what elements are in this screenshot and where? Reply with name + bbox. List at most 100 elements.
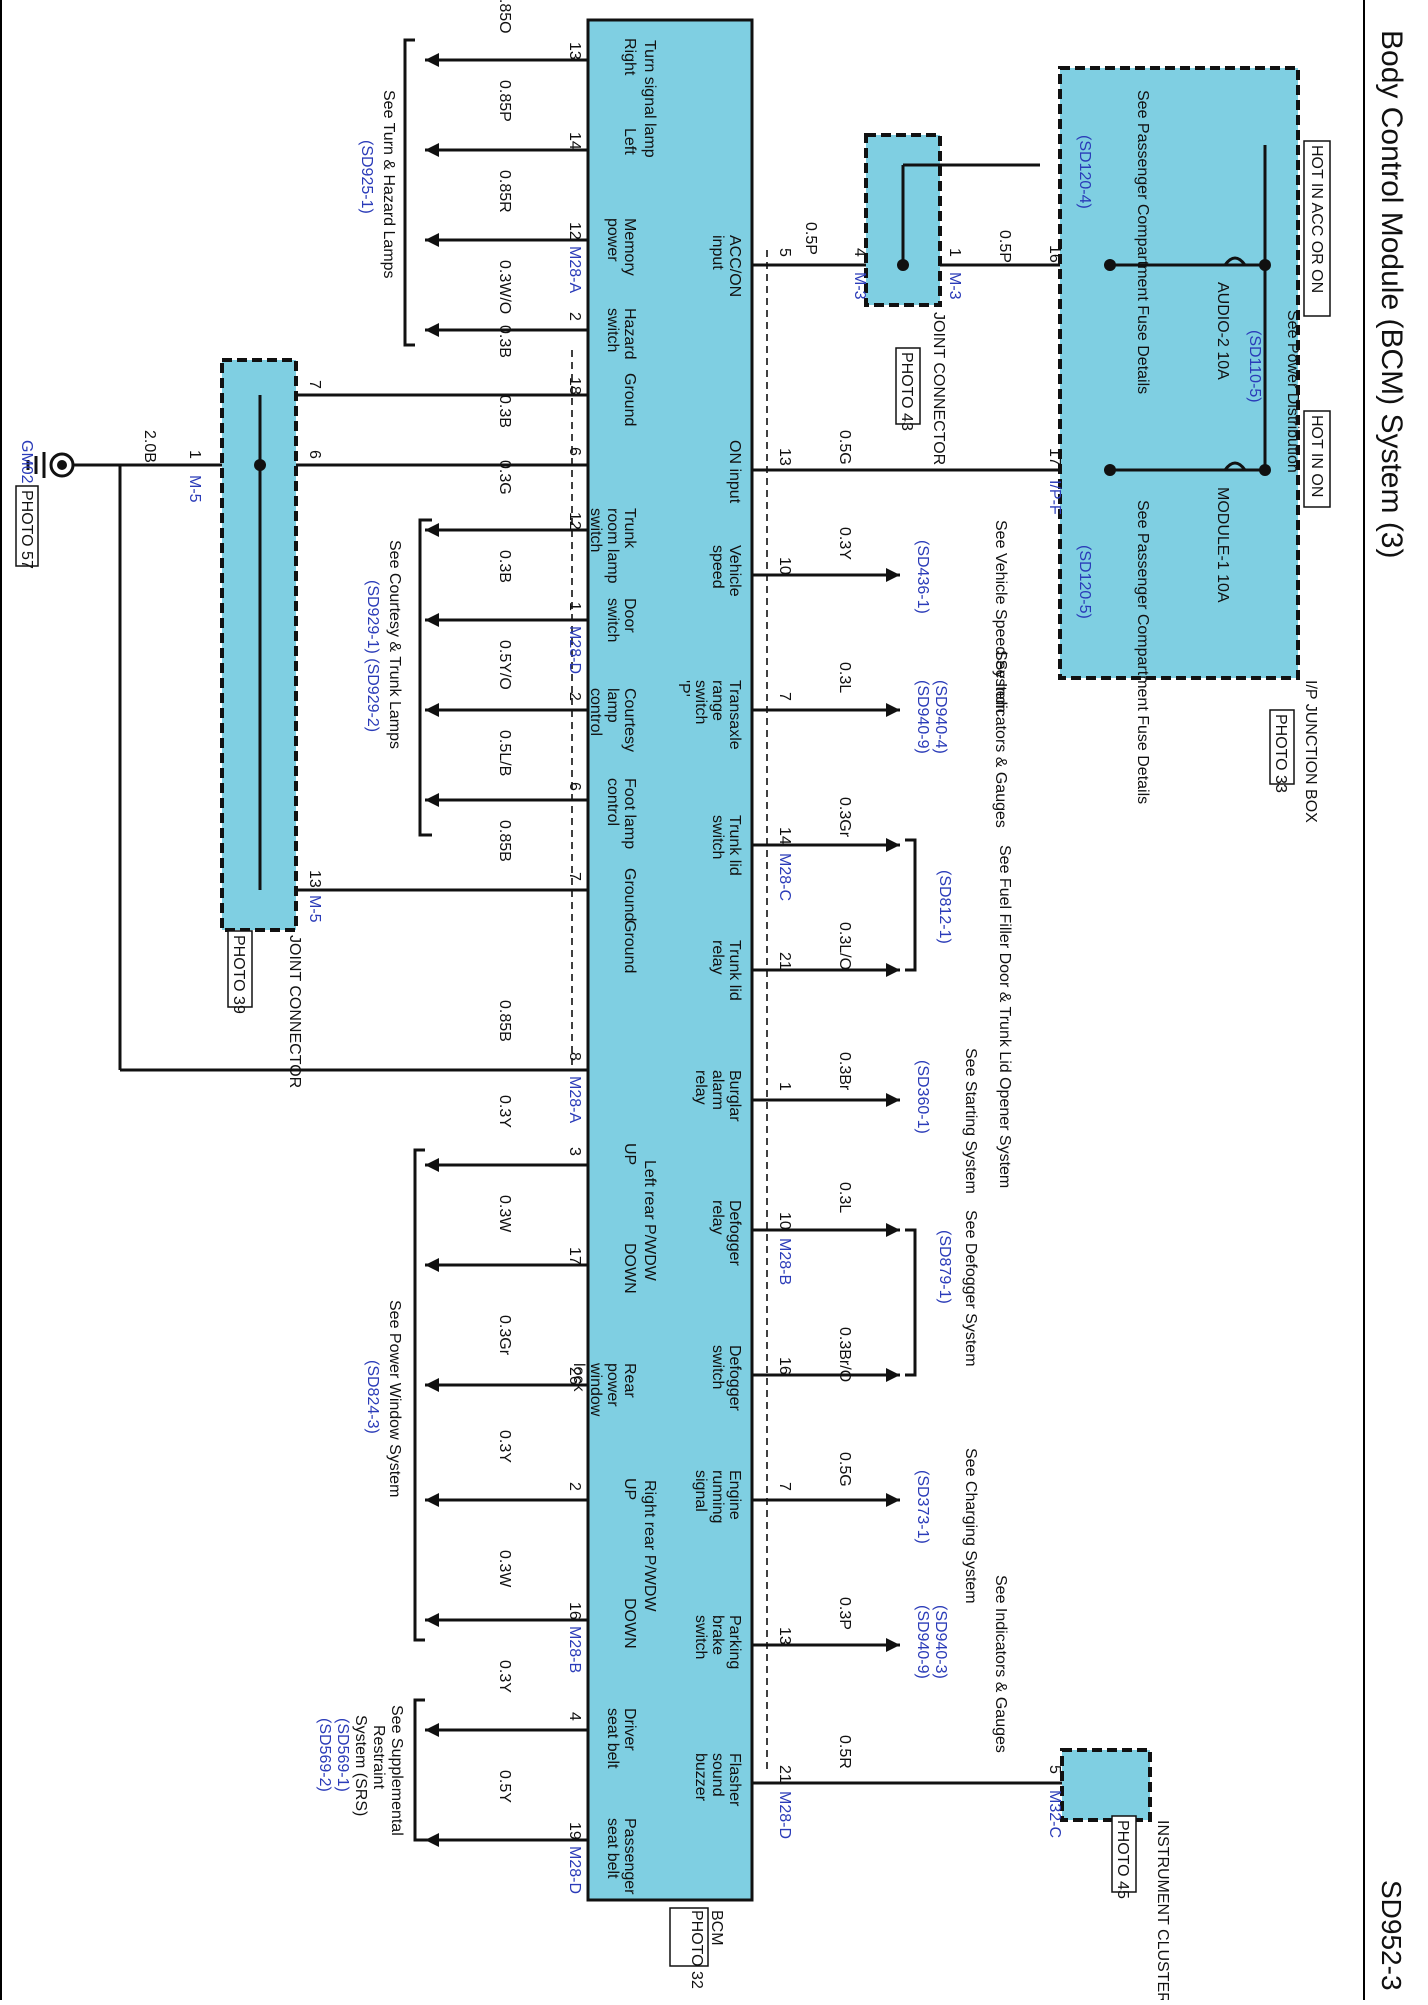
fuse-module-icon — [1223, 461, 1247, 471]
left-wire-label: 0.3B — [496, 550, 513, 583]
wire-label-on: 0.5G — [836, 430, 853, 465]
bcm-left-pin-label: control — [587, 688, 604, 736]
left-pin-number: 19 — [566, 1822, 583, 1840]
bcm-left-pin-label: switch — [604, 308, 621, 352]
bcm-left-pin-label: lock — [570, 1363, 587, 1392]
right-pin-number: 21 — [776, 1765, 793, 1783]
see-power-ref: (SD110-5) — [1246, 330, 1263, 403]
left-arrow-icon — [425, 793, 439, 807]
jc43-conn-a: M-3 — [946, 272, 963, 300]
left-pin-number: 8 — [566, 1052, 583, 1061]
ref-vehicle-speed-code: (SD436-1) — [914, 540, 931, 614]
left-wire-label: 0.3W/O — [496, 260, 513, 314]
ground-symbol-icon — [26, 452, 75, 478]
frame-border-left — [0, 0, 2, 2000]
see-pass-2-label: See Passenger Compartment Fuse Details — [1134, 500, 1151, 804]
right-wire-label: 0.3P — [836, 1597, 853, 1630]
see-power-label: See Power Distribution — [1284, 310, 1301, 473]
ref-vehicle-speed: See Vehicle Speed System — [992, 520, 1009, 713]
bcm-left-pin-label: Ground — [621, 868, 638, 921]
right-arrow-icon — [886, 703, 900, 717]
left-wire-label: 0.85P — [496, 80, 513, 122]
ref-turn-hazard-code: (SD925-1) — [358, 140, 375, 214]
left-pin-number: 7 — [566, 872, 583, 881]
frame-border-right — [1363, 0, 1365, 2000]
jc39-conn-b: M-5 — [186, 475, 203, 503]
ref-fuel-filler: See Fuel Filler Door & Trunk Lid Opener … — [996, 845, 1013, 1188]
right-arrow-icon — [886, 1638, 900, 1652]
ref-courtesy: See Courtesy & Trunk Lamps — [386, 540, 403, 749]
left-connector-label: M28-D — [566, 1846, 583, 1894]
see-pass-2-ref: (SD120-5) — [1076, 545, 1093, 619]
left-arrow-icon — [425, 1493, 439, 1507]
left-pin-number: 26 — [566, 1367, 583, 1385]
ref-indicators-2-code1: (SD940-3) — [932, 1605, 949, 1679]
left-arrow-icon — [425, 1833, 439, 1847]
right-arrow-icon — [886, 1093, 900, 1107]
left-wire-label: 0.85O — [496, 0, 513, 34]
right-connector-label: M28-D — [776, 1791, 793, 1839]
left-connector-label: M28-A — [566, 1076, 583, 1123]
bcm-right-pin-label: ON input — [726, 440, 743, 504]
ground-label: GM02 PHOTO 57 — [15, 440, 39, 569]
bcm-right-pin-label: switch — [692, 1615, 709, 1659]
right-pin-number: 21 — [776, 952, 793, 970]
left-pin-number: 18 — [566, 377, 583, 395]
svg-text:PHOTO 45: PHOTO 45 — [1114, 1820, 1131, 1899]
hot-acc-on-label: HOT IN ACC OR ON — [1303, 140, 1331, 317]
right-pin-number: 14 — [776, 827, 793, 845]
ref-defogger: See Defogger System — [962, 1210, 979, 1367]
bcm-left-pin-label: Rear — [621, 1363, 638, 1398]
svg-text:INSTRUMENT CLUSTER: INSTRUMENT CLUSTER — [1154, 1820, 1171, 2000]
left-wire-label: 0.3B — [496, 325, 513, 358]
fuse-audio-icon — [1223, 256, 1247, 266]
jc39-conn-a: M-5 — [306, 895, 323, 923]
see-pass-1-label: See Passenger Compartment Fuse Details — [1134, 90, 1151, 394]
left-wire-label: 0.3Gr — [496, 1315, 513, 1356]
bcm-right-pin-label: Defogger — [726, 1200, 743, 1266]
bracket-srs — [413, 1698, 425, 1842]
page-id: SD952-3 — [1376, 1880, 1407, 1991]
group-turn-signal: Turn signal lamp — [641, 40, 658, 158]
jc43-pin4: 4 — [851, 248, 868, 257]
bcm-right-pin-label: Vehicle — [726, 545, 743, 597]
jc43-conn-b: M-3 — [851, 272, 868, 300]
bcm-right-pin-label: brake — [709, 1615, 726, 1655]
svg-text:PHOTO 43: PHOTO 43 — [898, 352, 915, 431]
right-arrow-icon — [886, 568, 900, 582]
bcm-left-pin-label: Courtesy — [621, 688, 638, 752]
bcm-right-pin-label: Engine — [726, 1470, 743, 1520]
right-arrow-icon — [886, 963, 900, 977]
bcm-right-pin-label: Burglar — [726, 1070, 743, 1122]
bcm-left-pin-label: switch — [587, 508, 604, 552]
jc39-pin13: 13 — [306, 870, 323, 888]
bcm-left-pin-label: Hazard — [621, 308, 638, 360]
bcm-right-pin-label: relay — [709, 940, 726, 975]
left-connector-label: M28-A — [566, 246, 583, 293]
svg-text:PHOTO 39: PHOTO 39 — [230, 935, 247, 1014]
bcm-left-pin-label: seat belt — [604, 1818, 621, 1879]
group-right-rear-pwdw: Right rear P/WDW — [641, 1480, 658, 1612]
left-pin-number: 2 — [566, 692, 583, 701]
bcm-right-pin-label: Transaxle — [726, 680, 743, 750]
jc39-wire-label: 2.0B — [141, 430, 158, 463]
left-wire-label: 0.3G — [496, 460, 513, 495]
svg-text:HOT IN ACC OR ON: HOT IN ACC OR ON — [1308, 145, 1325, 293]
ref-starting-code: (SD360-1) — [914, 1060, 931, 1134]
pin-accon-label: 5 — [776, 248, 793, 257]
ref-courtesy-code: (SD929-1) (SD929-2) — [364, 580, 381, 732]
ref-fuel-filler-code: (SD812-1) — [936, 870, 953, 944]
bcm-box — [586, 18, 754, 1902]
left-wire-label: 0.3Y — [496, 1430, 513, 1463]
bcm-left-pin-label: power — [604, 218, 621, 262]
left-pin-number: 1 — [566, 602, 583, 611]
bcm-right-pin-label: Trunk lid — [726, 940, 743, 1001]
ref-indicators-1-code1: (SD940-4) — [932, 680, 949, 754]
bcm-right-pin-label: switch — [692, 680, 709, 724]
ref-power-window-code: (SD824-3) — [364, 1360, 381, 1434]
ic-conn: M32-C — [1046, 1790, 1063, 1838]
right-pin-number: 1 — [776, 1082, 793, 1091]
left-arrow-icon — [425, 1723, 439, 1737]
ref-starting: See Starting System — [962, 1048, 979, 1194]
